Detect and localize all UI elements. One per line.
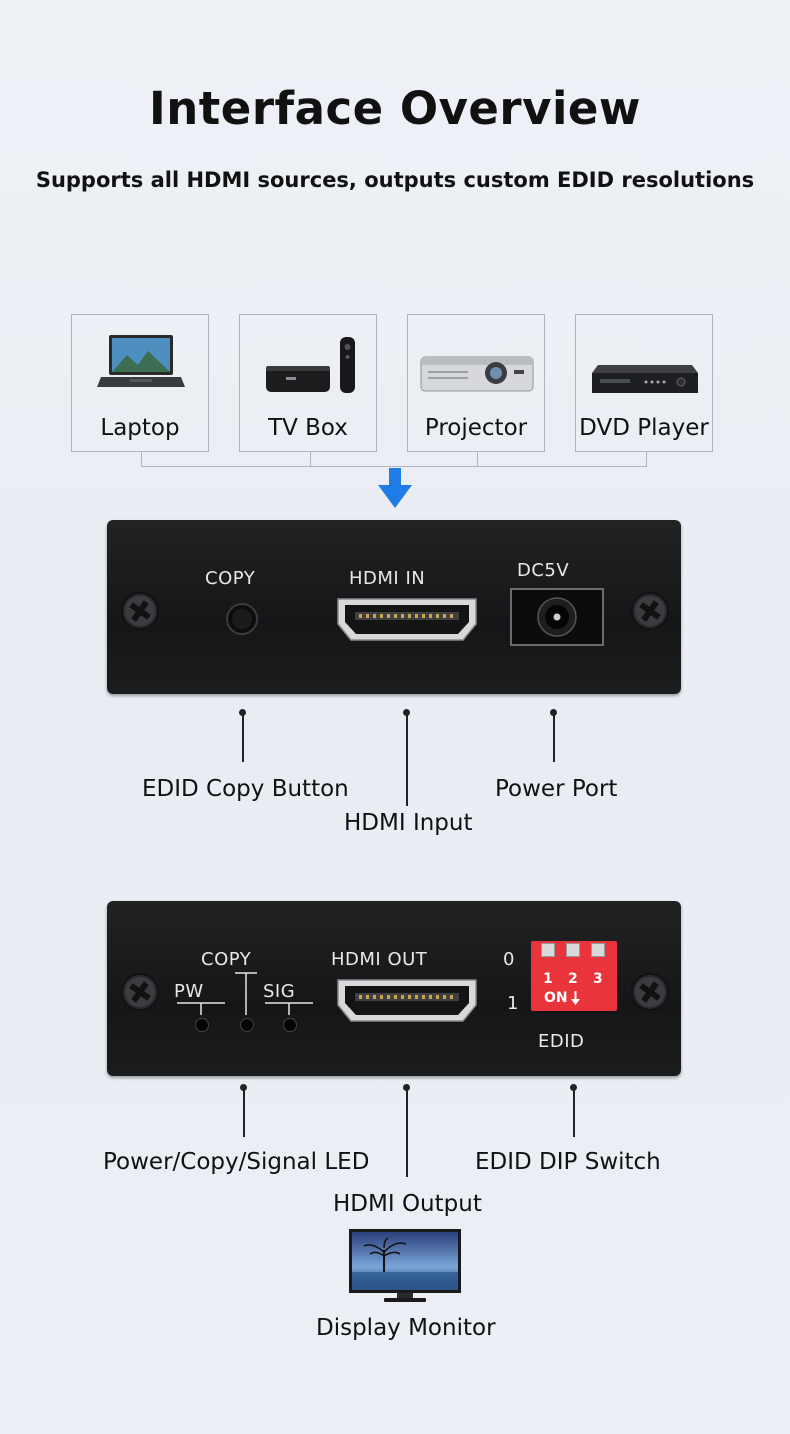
display-monitor-icon — [349, 1229, 461, 1302]
dip-on-label: ON — [544, 990, 568, 1006]
screw-icon — [121, 973, 159, 1011]
power-led — [195, 1018, 209, 1032]
dip-toggle-2[interactable] — [566, 943, 580, 957]
source-tv-box: TV Box — [239, 314, 377, 452]
callout-line — [406, 712, 408, 806]
dvd-player-icon — [592, 365, 698, 393]
copy-led — [240, 1018, 254, 1032]
callout-line — [406, 1087, 408, 1177]
connector-line — [141, 452, 311, 467]
source-label: DVD Player — [579, 415, 709, 441]
hdmi-out-label: HDMI OUT — [331, 949, 428, 970]
power-port-label: Power Port — [495, 776, 618, 802]
dip-zero-label: 0 — [503, 949, 515, 970]
dip-toggle-3[interactable] — [591, 943, 605, 957]
callout-line — [242, 712, 244, 762]
screw-icon — [631, 592, 669, 630]
dip-toggle-1[interactable] — [541, 943, 555, 957]
signal-led — [283, 1018, 297, 1032]
hdmi-output-label: HDMI Output — [333, 1191, 482, 1217]
hdmi-input-label: HDMI Input — [344, 810, 473, 836]
hdmi-in-port[interactable] — [335, 596, 479, 644]
dip-switch-callout-label: EDID DIP Switch — [475, 1149, 661, 1175]
source-projector: Projector — [407, 314, 545, 452]
connector-line — [477, 452, 647, 467]
dc-power-port[interactable] — [510, 588, 604, 646]
screw-icon — [121, 592, 159, 630]
dip-number-3: 3 — [593, 971, 603, 987]
copy-button[interactable] — [225, 602, 259, 636]
laptop-icon — [97, 335, 185, 387]
led-callout-label: Power/Copy/Signal LED — [103, 1149, 370, 1175]
arrow-down-icon — [378, 468, 412, 508]
source-dvd-player: DVD Player — [575, 314, 713, 452]
led-sig-label: SIG — [263, 981, 296, 1002]
device-input-panel: COPY HDMI IN DC5V — [107, 520, 681, 694]
source-label: TV Box — [268, 415, 348, 441]
led-pw-label: PW — [174, 981, 204, 1002]
callout-line — [243, 1087, 245, 1137]
source-label: Laptop — [100, 415, 180, 441]
page-subtitle: Supports all HDMI sources, outputs custo… — [35, 168, 755, 192]
edid-dip-switch[interactable]: 1 2 3 ON — [531, 941, 617, 1011]
callout-line — [573, 1087, 575, 1137]
display-monitor-label: Display Monitor — [316, 1315, 496, 1341]
edid-label: EDID — [538, 1031, 585, 1052]
projector-icon — [420, 356, 534, 392]
copy-label: COPY — [205, 568, 256, 589]
tv-box-icon — [266, 337, 355, 393]
edid-copy-button-label: EDID Copy Button — [142, 776, 349, 802]
led-indicator-lines — [177, 972, 313, 1015]
page-title: Interface Overview — [149, 82, 641, 135]
led-copy-label: COPY — [201, 949, 252, 970]
source-laptop: Laptop — [71, 314, 209, 452]
hdmi-out-port[interactable] — [335, 977, 479, 1025]
hdmi-in-label: HDMI IN — [349, 568, 426, 589]
arrow-down-icon — [571, 991, 580, 1005]
source-label: Projector — [424, 415, 528, 441]
screw-icon — [631, 973, 669, 1011]
device-output-panel: COPY PW SIG HDMI OUT 0 1 1 2 3 ON EDID — [107, 901, 681, 1076]
dip-number-1: 1 — [543, 971, 553, 987]
connector-line — [309, 466, 477, 467]
dip-number-2: 2 — [568, 971, 578, 987]
dc5v-label: DC5V — [517, 560, 570, 581]
callout-line — [553, 712, 555, 762]
dip-one-label: 1 — [507, 993, 519, 1014]
